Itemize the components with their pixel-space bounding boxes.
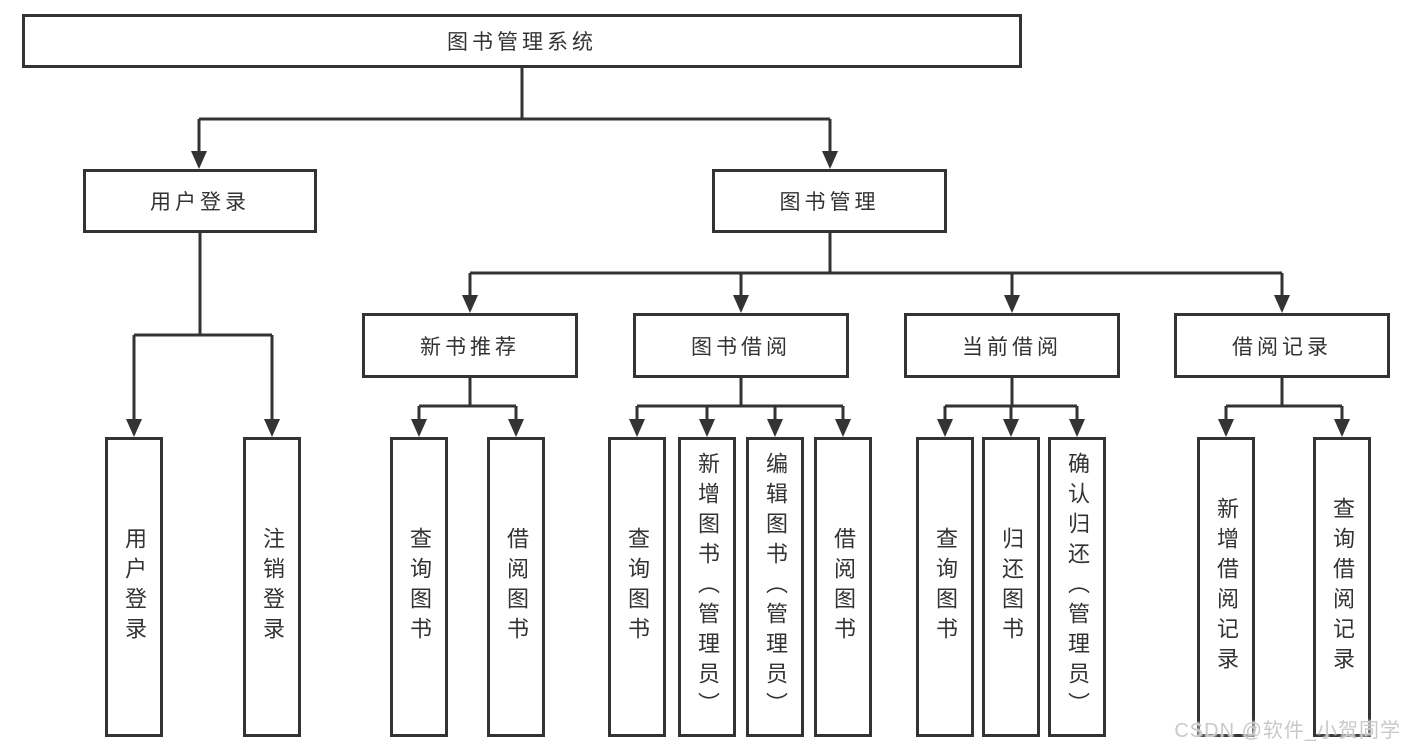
leaf-borrow-books-recommend-label: 借阅图书 — [504, 527, 529, 647]
leaf-add-book-admin: 新增图书（管理员） — [678, 437, 736, 737]
node-new-book-recommend: 新书推荐 — [362, 313, 578, 378]
node-book-management-label: 图书管理 — [779, 191, 880, 214]
edges-new-book-recommend — [411, 378, 524, 437]
leaf-query-books-borrow-label: 查询图书 — [625, 527, 650, 647]
leaf-add-borrow-record-label: 新增借阅记录 — [1214, 497, 1239, 677]
leaf-borrow-books-label: 借阅图书 — [831, 527, 856, 647]
leaf-add-borrow-record: 新增借阅记录 — [1197, 437, 1255, 737]
edges-book-borrow — [629, 378, 851, 437]
edges-current-borrow — [937, 378, 1085, 437]
edges-borrow-records — [1218, 378, 1350, 437]
leaf-logout-label: 注销登录 — [260, 527, 285, 647]
edges-book-management — [462, 233, 1290, 313]
node-current-borrow-label: 当前借阅 — [962, 335, 1062, 359]
leaf-query-borrow-record: 查询借阅记录 — [1313, 437, 1371, 737]
edges-root-to-level2 — [191, 68, 838, 169]
leaf-user-login-label: 用户登录 — [122, 527, 147, 647]
leaf-query-books-current-label: 查询图书 — [933, 527, 958, 647]
leaf-confirm-return-admin-label: 确认归还（管理员） — [1065, 452, 1090, 722]
leaf-borrow-books-recommend: 借阅图书 — [487, 437, 545, 737]
leaf-query-books-current: 查询图书 — [916, 437, 974, 737]
node-root: 图书管理系统 — [22, 14, 1022, 68]
leaf-query-books-recommend-label: 查询图书 — [407, 527, 432, 647]
leaf-borrow-books: 借阅图书 — [814, 437, 872, 737]
leaf-confirm-return-admin: 确认归还（管理员） — [1048, 437, 1106, 737]
node-book-borrow-label: 图书借阅 — [691, 335, 791, 359]
node-current-borrow: 当前借阅 — [904, 313, 1120, 378]
leaf-edit-book-admin-label: 编辑图书（管理员） — [763, 452, 788, 722]
node-borrow-records-label: 借阅记录 — [1232, 335, 1332, 359]
leaf-query-books-borrow: 查询图书 — [608, 437, 666, 737]
leaf-logout: 注销登录 — [243, 437, 301, 737]
watermark: CSDN @软件_小贺同学 — [1174, 720, 1401, 742]
leaf-user-login: 用户登录 — [105, 437, 163, 737]
leaf-add-book-admin-label: 新增图书（管理员） — [695, 452, 720, 722]
leaf-edit-book-admin: 编辑图书（管理员） — [746, 437, 804, 737]
node-book-borrow: 图书借阅 — [633, 313, 849, 378]
node-user-login-label: 用户登录 — [150, 191, 250, 214]
node-book-management: 图书管理 — [712, 169, 947, 233]
node-borrow-records: 借阅记录 — [1174, 313, 1390, 378]
leaf-return-book: 归还图书 — [982, 437, 1040, 737]
leaf-query-borrow-record-label: 查询借阅记录 — [1330, 497, 1355, 677]
node-new-book-recommend-label: 新书推荐 — [420, 335, 520, 359]
leaf-return-book-label: 归还图书 — [999, 527, 1024, 647]
edges-user-login — [126, 233, 280, 437]
leaf-query-books-recommend: 查询图书 — [390, 437, 448, 737]
node-user-login: 用户登录 — [83, 169, 317, 233]
node-root-label: 图书管理系统 — [447, 31, 597, 54]
